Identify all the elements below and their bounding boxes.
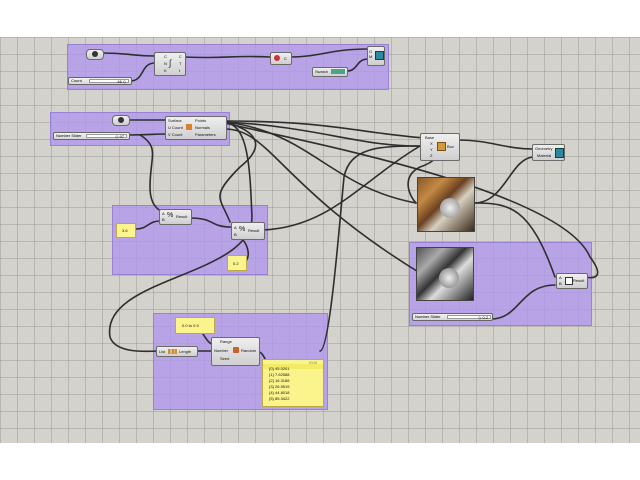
random-component[interactable]: Range Number Seed Random <box>211 337 260 366</box>
multiply-icon <box>565 277 573 285</box>
count-slider[interactable]: Count 46 ◇ <box>68 77 132 85</box>
box-component[interactable]: Base X Y Z Box <box>420 133 460 161</box>
custom-preview-component[interactable]: Geometry Material <box>532 144 565 161</box>
number-slider-1-label: Number Slider <box>56 133 82 138</box>
surface-icon <box>92 51 98 57</box>
random-list-item-2: {2} 16.3186 <box>269 378 290 383</box>
tween-in-c[interactable]: C <box>164 54 167 59</box>
image-sampler-grey[interactable] <box>416 247 474 301</box>
surface-param-b[interactable] <box>112 115 130 126</box>
photo-subject <box>440 198 460 218</box>
colour-port[interactable]: C <box>284 56 287 61</box>
box-in-base[interactable]: Base <box>425 135 435 140</box>
random-list-item-1: {1} 7.62588 <box>269 372 290 377</box>
number-slider-1-track[interactable]: ◇ 97 <box>86 134 127 139</box>
random-list-panel[interactable]: {0;0} {0} 45.0201 {1} 7.62588 {2} 16.318… <box>262 359 324 407</box>
panel-value-1[interactable]: 3.6 <box>116 223 136 238</box>
surface-param-a[interactable] <box>86 49 104 60</box>
result2-port-a[interactable]: A <box>234 225 237 230</box>
photo-subject <box>439 268 459 288</box>
image-sampler-color[interactable] <box>417 177 475 232</box>
tween-in-n[interactable]: N <box>164 61 167 66</box>
random-out[interactable]: Random <box>241 348 257 353</box>
panel-value-2[interactable]: 0.2 <box>227 255 247 271</box>
bars-icon <box>168 349 177 354</box>
divide-in-surface[interactable]: Surface <box>168 118 182 123</box>
count-slider-label: Count <box>71 78 82 83</box>
random-list-item-5: {5} 85.3422 <box>269 396 290 401</box>
panel-range[interactable]: 0.0 to 0.9 <box>175 317 215 334</box>
result1-label[interactable]: Result <box>176 214 188 219</box>
surface-icon <box>118 117 124 123</box>
divide-in-ucount[interactable]: U Count <box>168 125 183 130</box>
result3-port-a[interactable]: A <box>559 275 562 280</box>
result2-port-b[interactable]: B <box>234 232 237 237</box>
swatch-colour[interactable] <box>331 69 345 74</box>
number-slider-1[interactable]: Number Slider ◇ 97 <box>53 132 130 140</box>
result1-port-b[interactable]: B <box>162 217 165 222</box>
panel-range-text: 0.0 to 0.9 <box>182 323 199 328</box>
number-slider-2-label: Number Slider <box>415 314 441 319</box>
tween-out-c[interactable]: C <box>179 54 182 59</box>
panel-value-1-text: 3.6 <box>122 228 128 233</box>
dice-icon <box>233 347 239 353</box>
tween-component[interactable]: C N K ∫ C T t <box>154 52 186 76</box>
colour-component[interactable]: C <box>270 52 292 65</box>
random-in-seed[interactable]: Seed <box>220 356 230 361</box>
display-in-geometry[interactable]: Geometry <box>535 146 553 151</box>
list-length-output[interactable]: Length <box>179 349 192 354</box>
tween-out-t2[interactable]: t <box>179 68 181 73</box>
box-in-y[interactable]: Y <box>430 147 433 152</box>
curve-icon: ∫ <box>169 58 172 68</box>
tween-out-t[interactable]: T <box>179 61 182 66</box>
random-in-number[interactable]: Number <box>214 348 229 353</box>
random-list-item-3: {3} 26.9519 <box>269 384 290 389</box>
random-in-range-top[interactable]: Range <box>220 339 232 344</box>
result-component-2[interactable]: A B % Result <box>231 222 265 240</box>
expression-icon: % <box>167 212 174 219</box>
number-slider-2[interactable]: Number Slider ◇ 0.2 <box>412 313 493 321</box>
divide-in-vcount[interactable]: V Count <box>168 132 183 137</box>
random-list-item-4: {4} 44.8018 <box>269 390 290 395</box>
box-out[interactable]: Box <box>447 144 454 149</box>
count-slider-track[interactable]: 46 ◇ <box>89 79 129 84</box>
result3-label[interactable]: Result <box>573 278 585 283</box>
box-icon <box>437 142 446 151</box>
result-component-1[interactable]: A B % Result <box>159 209 192 225</box>
result1-port-a[interactable]: A <box>162 211 165 216</box>
preview-icon <box>375 51 384 60</box>
preview-icon <box>555 148 564 158</box>
swatch-component[interactable]: Swatch <box>312 67 348 77</box>
result-component-3[interactable]: A B Result <box>556 273 588 289</box>
tween-in-k[interactable]: K <box>164 68 167 73</box>
number-slider-2-track[interactable]: ◇ 0.2 <box>447 315 491 320</box>
colour-icon <box>274 55 280 61</box>
expression-icon: % <box>239 226 246 233</box>
divide-out-points[interactable]: Points <box>195 118 207 123</box>
box-in-z[interactable]: Z <box>430 153 433 158</box>
box-in-x[interactable]: X <box>430 141 433 146</box>
divide-out-normals[interactable]: Normals <box>195 125 210 130</box>
random-list-highlight <box>263 364 323 369</box>
list-length-component[interactable]: List Length <box>156 346 198 357</box>
swatch-label: Swatch <box>315 69 329 74</box>
random-list-header: {0;0} <box>309 360 318 365</box>
result2-label[interactable]: Result <box>248 228 260 233</box>
random-list-item-0: {0} 45.0201 <box>269 366 290 371</box>
divide-surface-component[interactable]: Surface U Count V Count Points Normals P… <box>165 116 227 140</box>
panel-value-2-text: 0.2 <box>233 261 239 266</box>
divide-out-parameters[interactable]: Parameters <box>195 132 216 137</box>
result3-port-b[interactable]: B <box>559 281 562 286</box>
divide-icon <box>186 124 192 130</box>
display-in-material[interactable]: Material <box>537 153 552 158</box>
list-length-input[interactable]: List <box>159 349 166 354</box>
